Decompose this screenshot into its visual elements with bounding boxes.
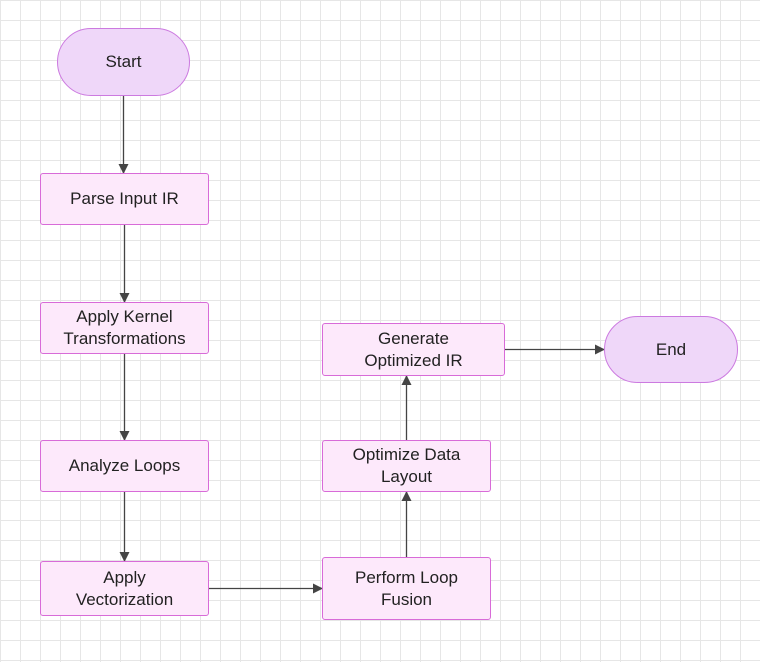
node-end-label: End xyxy=(655,339,687,359)
node-analyze-loops-label: Analyze Loops xyxy=(68,456,181,475)
node-apply-vectorization[interactable]: Apply Vectorization xyxy=(40,561,209,616)
node-generate-optimized-ir[interactable]: Generate Optimized IR xyxy=(322,323,505,376)
node-apply-kernel-transformations-label: Apply Kernel Transformations xyxy=(63,307,186,348)
node-optimize-data-layout-label: Optimize Data Layout xyxy=(352,445,461,486)
node-perform-loop-fusion-label: Perform Loop Fusion xyxy=(355,567,458,609)
node-analyze-loops[interactable]: Analyze Loops xyxy=(40,440,209,492)
node-optimize-data-layout[interactable]: Optimize Data Layout xyxy=(322,440,491,492)
node-apply-vectorization-label: Apply Vectorization xyxy=(75,567,174,609)
node-parse-input-ir[interactable]: Parse Input IR xyxy=(40,173,209,225)
node-perform-loop-fusion[interactable]: Perform Loop Fusion xyxy=(322,557,491,620)
node-generate-optimized-ir-label: Generate Optimized IR xyxy=(364,328,463,370)
node-start-label: Start xyxy=(105,52,142,71)
node-parse-input-ir-label: Parse Input IR xyxy=(70,189,179,208)
node-start[interactable]: Start xyxy=(57,28,190,96)
node-end[interactable]: End xyxy=(604,316,738,383)
node-apply-kernel-transformations[interactable]: Apply Kernel Transformations xyxy=(40,302,209,354)
